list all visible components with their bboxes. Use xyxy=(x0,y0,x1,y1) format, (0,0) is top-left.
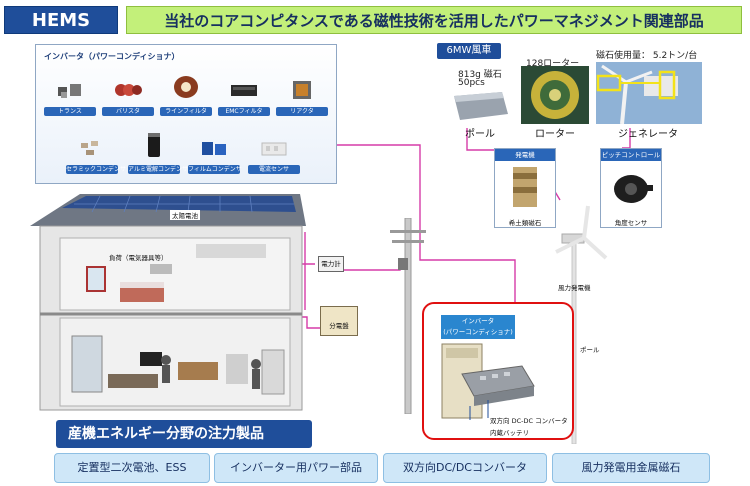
part-current-sensor: 電流センサ xyxy=(248,137,300,174)
pole-label: ポール xyxy=(465,129,495,140)
line-panel-to-inverter xyxy=(337,144,516,302)
reactor-icon xyxy=(293,81,311,99)
magnet-usage-text: 磁石使用量： 5.2トン/台 xyxy=(596,51,698,61)
part-label: トランス xyxy=(44,107,96,116)
load-label: 負荷（電気器具等） xyxy=(109,254,168,262)
rotor-label: ローター xyxy=(535,129,575,140)
generator-photo xyxy=(596,62,702,124)
hems-tag: HEMS xyxy=(4,6,118,34)
line-filter-icon xyxy=(174,76,198,98)
part-varistor: バリスタ xyxy=(102,79,154,116)
utility-pole xyxy=(390,218,426,414)
part-transformer: トランス xyxy=(44,79,96,116)
wind-generator-label: 風力発電機 xyxy=(558,284,591,292)
part-label: バリスタ xyxy=(102,107,154,116)
generator-box-head: 発電機 xyxy=(495,149,555,161)
part-aluminum-capacitor: アルミ電解コンデンサ xyxy=(128,131,188,174)
focus-products-title: 産機エネルギー分野の注力製品 xyxy=(56,420,312,448)
product-inverter-power-parts: インバーター用パワー部品 xyxy=(214,453,378,483)
house-illustration xyxy=(30,194,306,411)
dcdc-converter-label: 双方向 DC-DC コンバータ xyxy=(490,417,568,425)
part-label: リアクタ xyxy=(276,107,328,116)
angle-sensor-icon xyxy=(614,175,653,203)
ceramic-capacitor-icon xyxy=(81,141,98,155)
part-label: 電流センサ xyxy=(248,165,300,174)
power-meter-label: 電力計 xyxy=(321,260,341,268)
aluminum-capacitor-icon xyxy=(148,133,160,157)
pitch-control-box: ピッチコントロール 角度センサ xyxy=(600,148,662,228)
generator-magnet-box: 発電機 希土類磁石 xyxy=(494,148,556,228)
rotor-count-text: 128ローター xyxy=(526,59,580,69)
inverter-parts-panel: インバータ（パワーコンディショナ） トランス バリスタ ラインフィルタ EMCフ… xyxy=(35,44,337,184)
rare-earth-magnet-icon xyxy=(513,167,537,207)
battery-label: 内蔵バッテリ xyxy=(490,429,529,437)
part-ceramic-capacitor: セラミックコンデンサ xyxy=(66,137,127,174)
inverter-tag: インバータ (パワーコンディショナ) xyxy=(441,315,515,339)
generator-label: ジェネレータ xyxy=(618,129,678,140)
power-meter-box: 電力計 xyxy=(318,256,344,272)
wind-turbine-tag: 6MW風車 xyxy=(437,43,501,59)
part-label: EMCフィルタ xyxy=(218,107,270,116)
product-wind-metal-magnet: 風力発電用金属磁石 xyxy=(552,453,710,483)
headline-banner: 当社のコアコンピタンスである磁性技術を活用したパワーマネジメント関連部品 xyxy=(126,6,742,34)
inverter-unit xyxy=(441,343,535,420)
current-sensor-icon xyxy=(261,142,287,156)
part-label: セラミックコンデンサ xyxy=(66,165,127,174)
pitch-box-caption: 角度センサ xyxy=(614,219,648,227)
breaker-panel: 分電盤 xyxy=(320,306,358,336)
part-label: アルミ電解コンデンサ xyxy=(128,165,188,174)
rotor-photo xyxy=(521,66,589,124)
part-film-capacitor: フィルムコンデンサ xyxy=(188,137,242,174)
varistor-icon xyxy=(115,84,142,96)
part-emc-filter: EMCフィルタ xyxy=(218,79,270,116)
generator-box-caption: 希土類磁石 xyxy=(508,219,542,227)
breaker-label: 分電盤 xyxy=(329,322,349,330)
magnet-weight-text: 813g 磁石 xyxy=(458,70,502,80)
pitch-box-head: ピッチコントロール xyxy=(601,149,661,161)
inverter-tag-line1: インバータ xyxy=(461,317,495,325)
pole-magnet-photo xyxy=(454,92,508,120)
film-capacitor-icon xyxy=(202,142,226,155)
solar-cell-label: 太陽電池 xyxy=(170,210,200,220)
magnet-count-text: 50pcs xyxy=(458,78,485,88)
part-label: フィルムコンデンサ xyxy=(188,165,242,174)
transformer-icon xyxy=(58,84,81,98)
emc-filter-icon xyxy=(231,85,257,96)
part-line-filter: ラインフィルタ xyxy=(160,73,212,116)
parts-panel-title: インバータ（パワーコンディショナ） xyxy=(44,52,180,61)
part-label: ラインフィルタ xyxy=(160,107,212,116)
turbine-pole-label: ポール xyxy=(580,346,600,354)
part-reactor: リアクタ xyxy=(276,79,328,116)
inverter-tag-line2: (パワーコンディショナ) xyxy=(443,328,513,336)
product-bidirectional-dcdc: 双方向DC/DCコンバータ xyxy=(383,453,547,483)
product-stationary-battery: 定置型二次電池、ESS xyxy=(54,453,210,483)
